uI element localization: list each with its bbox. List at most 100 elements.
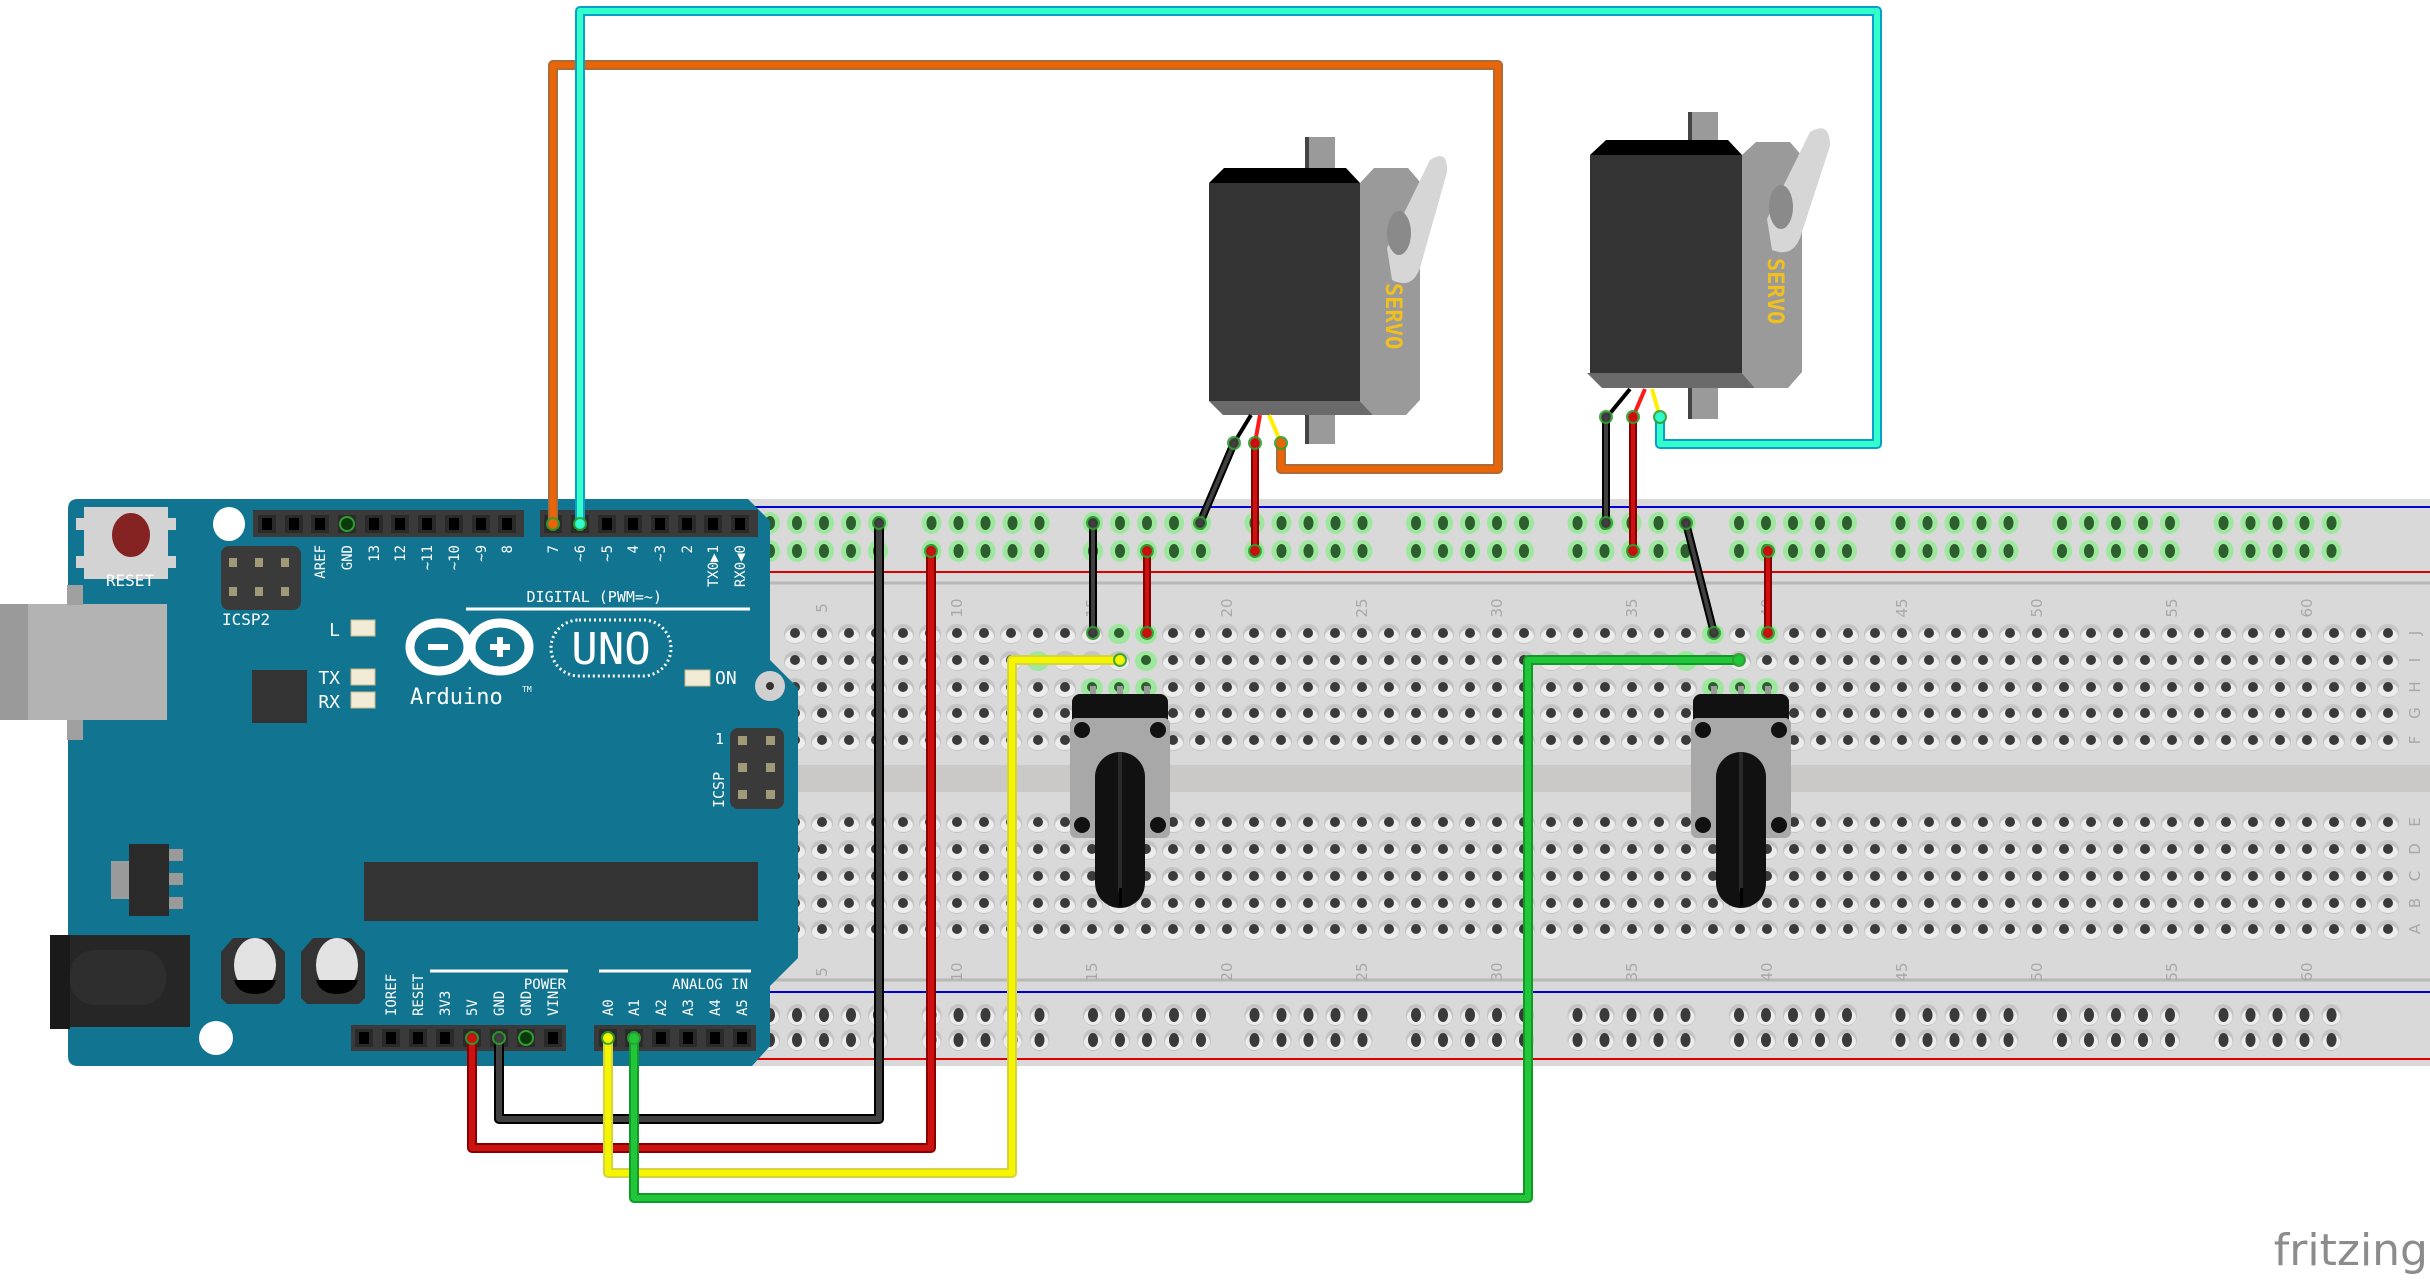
breadboard-hole[interactable] [817, 898, 827, 908]
breadboard-hole[interactable] [1843, 628, 1853, 638]
breadboard-hole[interactable] [2113, 898, 2123, 908]
breadboard-hole[interactable] [2383, 708, 2393, 718]
breadboard-hole[interactable] [979, 898, 989, 908]
breadboard-hole[interactable] [2302, 682, 2312, 692]
rail-hole[interactable] [1572, 1033, 1583, 1047]
breadboard-hole[interactable] [2086, 655, 2096, 665]
wire-5v-to-rail[interactable] [465, 544, 938, 1153]
breadboard-hole[interactable] [1600, 708, 1610, 718]
breadboard-hole[interactable] [1033, 628, 1043, 638]
breadboard-hole[interactable] [1411, 682, 1421, 692]
rail-hole[interactable] [2084, 516, 2094, 530]
breadboard-hole[interactable] [1465, 628, 1475, 638]
wire-servo2-vcc[interactable] [1626, 410, 1640, 558]
breadboard-hole[interactable] [2248, 655, 2258, 665]
rail-hole[interactable] [792, 1033, 802, 1047]
breadboard-hole[interactable] [1924, 817, 1934, 827]
breadboard-hole[interactable] [1978, 735, 1988, 745]
rail-hole[interactable] [1196, 1033, 1206, 1047]
breadboard-hole[interactable] [952, 708, 962, 718]
breadboard-hole[interactable] [844, 844, 854, 854]
breadboard-hole[interactable] [2005, 708, 2015, 718]
breadboard-hole[interactable] [1384, 871, 1394, 881]
wire-endpoint[interactable] [1679, 516, 1693, 530]
breadboard-hole[interactable] [952, 924, 962, 934]
breadboard-hole[interactable] [1168, 708, 1178, 718]
breadboard-hole[interactable] [979, 817, 989, 827]
breadboard-hole[interactable] [2167, 898, 2177, 908]
breadboard-hole[interactable] [1060, 682, 1070, 692]
rail-hole[interactable] [2218, 1033, 2229, 1047]
breadboard-hole[interactable] [2275, 817, 2285, 827]
breadboard-hole[interactable] [2032, 871, 2042, 881]
rail-hole[interactable] [1734, 544, 1744, 558]
breadboard-hole[interactable] [1465, 682, 1475, 692]
breadboard-hole[interactable] [1600, 924, 1610, 934]
breadboard-hole[interactable] [1060, 817, 1070, 827]
breadboard-hole[interactable] [1411, 735, 1421, 745]
rail-hole[interactable] [1599, 544, 1610, 558]
breadboard-hole[interactable] [1330, 898, 1340, 908]
breadboard-hole[interactable] [2356, 735, 2366, 745]
rail-hole[interactable] [953, 1033, 964, 1047]
breadboard-hole[interactable] [1114, 924, 1124, 934]
rail-hole[interactable] [926, 516, 937, 530]
breadboard-hole[interactable] [952, 817, 962, 827]
breadboard-hole[interactable] [1897, 924, 1907, 934]
rail-hole[interactable] [2272, 516, 2283, 530]
breadboard-hole[interactable] [1330, 708, 1340, 718]
breadboard-hole[interactable] [1492, 844, 1502, 854]
breadboard-hole[interactable] [898, 682, 908, 692]
breadboard-hole[interactable] [1384, 708, 1394, 718]
rail-hole[interactable] [1411, 544, 1421, 558]
breadboard-hole[interactable] [1087, 844, 1097, 854]
breadboard-hole[interactable] [1573, 817, 1583, 827]
breadboard-hole[interactable] [2383, 844, 2393, 854]
breadboard-hole[interactable] [2059, 844, 2069, 854]
breadboard-hole[interactable] [1195, 924, 1205, 934]
rail-hole[interactable] [1303, 544, 1314, 558]
rail-hole[interactable] [1357, 1008, 1368, 1022]
breadboard-hole[interactable] [1033, 817, 1043, 827]
breadboard-hole[interactable] [1276, 628, 1286, 638]
rail-hole[interactable] [1492, 516, 1502, 530]
breadboard-hole[interactable] [2329, 817, 2339, 827]
breadboard-hole[interactable] [2302, 817, 2312, 827]
rail-hole[interactable] [1357, 544, 1368, 558]
breadboard-hole[interactable] [2302, 708, 2312, 718]
breadboard-hole[interactable] [898, 708, 908, 718]
rail-hole[interactable] [2138, 1033, 2148, 1047]
rail-hole[interactable] [2138, 544, 2148, 558]
breadboard-hole[interactable] [1654, 628, 1664, 638]
breadboard-hole[interactable] [844, 708, 854, 718]
breadboard-hole[interactable] [1303, 682, 1313, 692]
breadboard-hole[interactable] [1357, 871, 1367, 881]
breadboard-hole[interactable] [2032, 628, 2042, 638]
breadboard-hole[interactable] [1384, 628, 1394, 638]
rail-hole[interactable] [1734, 1008, 1744, 1022]
breadboard-hole[interactable] [1168, 898, 1178, 908]
breadboard-hole[interactable] [817, 708, 827, 718]
breadboard-hole[interactable] [2005, 898, 2015, 908]
breadboard-hole[interactable] [1303, 735, 1313, 745]
breadboard-hole[interactable] [2302, 924, 2312, 934]
rail-hole[interactable] [1330, 1033, 1341, 1047]
breadboard-hole[interactable] [1438, 871, 1448, 881]
breadboard-hole[interactable] [2005, 844, 2015, 854]
breadboard-hole[interactable] [1600, 898, 1610, 908]
rail-hole[interactable] [1815, 516, 1825, 530]
breadboard-hole[interactable] [2248, 844, 2258, 854]
breadboard-hole[interactable] [2194, 655, 2204, 665]
rail-hole[interactable] [792, 1008, 802, 1022]
wire-pot1-gnd[interactable] [1086, 516, 1100, 640]
breadboard-hole[interactable] [1006, 628, 1016, 638]
breadboard-hole[interactable] [2194, 871, 2204, 881]
breadboard-hole[interactable] [1195, 628, 1205, 638]
rail-hole[interactable] [1249, 1033, 1260, 1047]
breadboard-hole[interactable] [898, 817, 908, 827]
rail-hole[interactable] [2003, 1033, 2014, 1047]
breadboard-hole[interactable] [2113, 817, 2123, 827]
wire-pot1-vcc[interactable] [1140, 544, 1154, 640]
breadboard-hole[interactable] [2086, 735, 2096, 745]
breadboard-hole[interactable] [2248, 682, 2258, 692]
